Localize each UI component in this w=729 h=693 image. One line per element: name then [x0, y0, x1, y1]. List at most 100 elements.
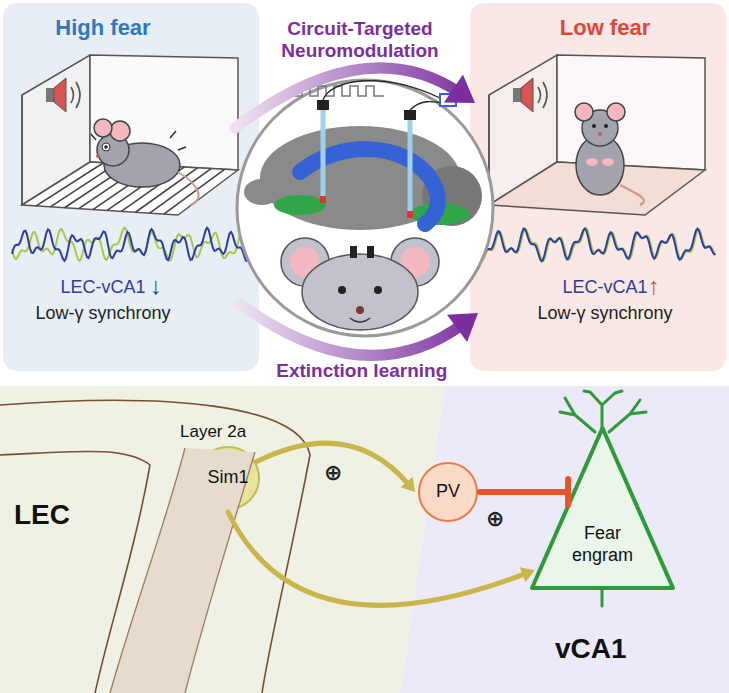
- brain-implant-figure-part: [338, 286, 346, 294]
- engram-cell-outline: [530, 425, 675, 590]
- brain-implant-figure-part: [320, 196, 326, 203]
- brain-implant-figure-part: [367, 246, 374, 258]
- arrowhead: [401, 477, 415, 492]
- lfp-traces-part: [480, 228, 716, 261]
- speaker-icon-part: [513, 88, 521, 102]
- calm-mouse-part: [607, 103, 625, 121]
- edge-label: Circuit-Targeted Neuromodulation: [270, 18, 450, 64]
- inhibition-bar: [565, 479, 571, 505]
- fearful-mouse-part: [94, 119, 112, 137]
- increase-arrow: ↑: [648, 272, 660, 301]
- calm-mouse-part: [604, 124, 608, 128]
- brain-implant-figure-part: [302, 254, 418, 330]
- fearful-mouse-part: [178, 172, 199, 205]
- panel-title: High fear: [3, 15, 203, 41]
- measure-name: Low-γ synchrony: [500, 303, 710, 325]
- calm-mouse-part: [598, 132, 602, 136]
- decrease-arrow: ↓: [150, 272, 162, 301]
- brain-implant-figure-part: [274, 195, 326, 215]
- interneuron-circle: PV: [418, 462, 478, 522]
- speaker-icon-part: [46, 88, 54, 102]
- fearful-mouse-part: [104, 145, 108, 149]
- speaker-icon-part: [538, 82, 547, 108]
- speaker-icon-part: [521, 78, 533, 112]
- speaker-icon: [513, 78, 547, 112]
- connector: [256, 443, 415, 492]
- engram-neurites: [560, 391, 646, 606]
- fearful-mouse-part: [96, 154, 100, 158]
- region-name: LEC: [14, 498, 94, 532]
- excitatory-sign: ⊕: [486, 506, 504, 532]
- layer-name: Layer 2a: [180, 422, 270, 442]
- engram-neurites-part: [560, 398, 595, 432]
- fearful-mouse: [91, 119, 199, 205]
- brain-implant-figure: [237, 80, 493, 336]
- circuit-name: LEC-vCA1: [3, 277, 203, 299]
- calm-cage: [489, 55, 705, 215]
- lfp-traces-part: [12, 228, 249, 261]
- engram-cell: Fear engram: [530, 425, 675, 590]
- speaker-icon-part: [71, 82, 80, 108]
- engram-neurites-part: [601, 588, 604, 606]
- panel-title: Low fear: [500, 15, 710, 41]
- connector-line: [228, 512, 526, 605]
- region-panel: vCA1 PV Fear engram: [395, 386, 729, 693]
- edge-label: Extinction learning: [272, 360, 452, 383]
- connector-line: [480, 489, 568, 495]
- calm-mouse-part: [592, 124, 596, 128]
- lec-outline-part: [110, 448, 255, 693]
- connector: [235, 68, 475, 128]
- calm-mouse-part: [602, 158, 614, 166]
- triangle-soma: [532, 428, 673, 588]
- connector: [239, 303, 478, 355]
- cell-name: Fear engram: [557, 523, 648, 566]
- fearful-mouse-part: [110, 121, 130, 141]
- panel-fill: [400, 386, 729, 693]
- circuit-name: LEC-vCA1: [500, 277, 710, 299]
- brain-implant-figure-part: [350, 318, 370, 322]
- lec-outline-part: [0, 451, 150, 693]
- brain-implant-figure-part: [407, 211, 413, 218]
- brain-implant-figure-part: [317, 100, 329, 110]
- engram-neurites-part: [609, 400, 646, 432]
- region-name: vCA1: [555, 632, 655, 666]
- brain-implant-figure-part: [350, 246, 357, 258]
- brain-implant-figure-part: [374, 286, 382, 294]
- speaker-icon-part: [54, 78, 66, 112]
- brain-implant-figure-part: [237, 80, 493, 336]
- speaker-icon: [46, 78, 80, 112]
- calm-mouse-part: [575, 103, 593, 121]
- brain-implant-figure-part: [404, 110, 416, 120]
- brain-implant-figure-part: [260, 126, 460, 230]
- lec-outline: [0, 400, 310, 693]
- connector-line: [239, 303, 463, 355]
- arrowhead: [444, 74, 475, 103]
- lfp-traces-part: [12, 228, 249, 261]
- lfp-traces-part: [480, 229, 716, 262]
- calm-mouse-part: [620, 185, 644, 205]
- cell-name: PV: [420, 481, 476, 503]
- cell-name: Sim1: [198, 467, 258, 489]
- brain-implant-figure-part: [323, 81, 448, 110]
- connector-line: [235, 68, 460, 128]
- calm-mouse: [575, 103, 644, 205]
- fear-cage: [22, 55, 238, 215]
- excitatory-sign: ⊕: [324, 460, 342, 486]
- arrowhead: [520, 567, 535, 582]
- fear-cage-part: [21, 95, 23, 205]
- measure-name: Low-γ synchrony: [3, 303, 203, 325]
- brain-implant-figure-part: [321, 104, 326, 200]
- engram-neurites-part: [584, 391, 622, 428]
- brain-implant-figure-part: [356, 306, 364, 314]
- fearful-mouse-part: [102, 143, 110, 151]
- calm-mouse-part: [586, 158, 598, 166]
- lec-outline-part: [110, 448, 255, 693]
- arrowhead: [447, 313, 478, 342]
- brain-implant-figure-part: [408, 114, 413, 215]
- panel-fill: [0, 386, 445, 693]
- connector: [480, 479, 568, 505]
- lec-outline-part: [0, 400, 310, 693]
